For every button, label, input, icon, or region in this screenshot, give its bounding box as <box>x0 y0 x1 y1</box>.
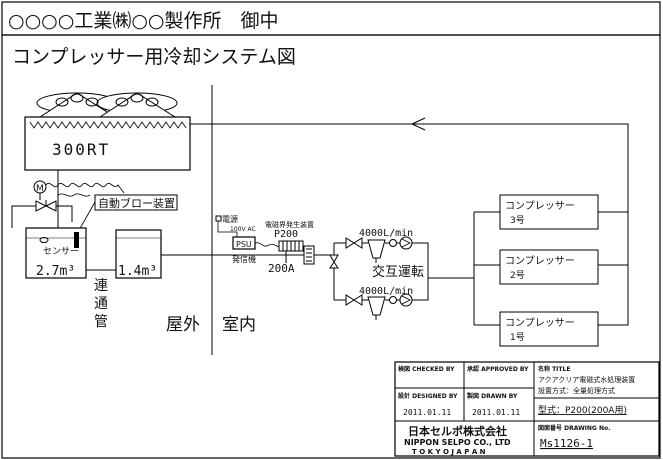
approved-label: 承認 APPROVED BY <box>467 365 529 373</box>
control-wiring-2 <box>57 193 91 197</box>
pump-line-bottom <box>345 278 429 320</box>
blow-valve-right <box>44 200 57 212</box>
drawing-no-label: 図面番号 DRAWING No. <box>538 424 610 432</box>
designed-date: 2011.01.11 <box>403 408 451 417</box>
power-label: 電源 <box>222 215 238 224</box>
generator-model: P200 <box>274 229 298 240</box>
compressor-3: コンプレッサー 3号 <box>499 194 599 230</box>
sub-tank-volume: 1.4m³ <box>118 264 157 279</box>
alternate-operation-label: 交互運転 <box>372 264 424 280</box>
oscillator-label: 発信機 <box>232 254 256 264</box>
compressor-2: コンプレッサー 2号 <box>499 249 599 285</box>
generator-coil <box>303 245 315 265</box>
flow-bottom: 4000L/min <box>359 286 413 297</box>
title-block <box>394 361 660 457</box>
generator-title: 電磁界発生装置 <box>265 220 314 229</box>
float-icon <box>39 237 49 243</box>
title-line-1: アクアクリア電磁式水処理装置 <box>538 375 635 384</box>
drawing-no: Ms1126-1 <box>540 437 593 450</box>
cooling-tower <box>24 92 191 171</box>
diagram-title: コンプレッサー用冷却システム図 <box>12 46 296 68</box>
strainer-icon-top <box>367 239 386 259</box>
pump-line-top <box>345 236 474 279</box>
addressee-text: ○○○○工業㈱○○製作所 御中 <box>8 10 278 32</box>
blow-valve-left <box>35 200 48 212</box>
indoor-label: 室内 <box>222 315 256 335</box>
control-wiring <box>45 182 125 194</box>
motor-label: M <box>36 184 44 194</box>
checked-label: 検図 CHECKED BY <box>398 365 455 373</box>
company-city: T O K Y O J A P A N <box>412 448 486 456</box>
return-pipe <box>190 123 629 326</box>
compressor-3-number: 3号 <box>510 215 525 226</box>
company-jp: 日本セルポ株式会社 <box>408 424 507 438</box>
connecting-pipe-char-3: 管 <box>94 314 108 330</box>
compressor-1: コンプレッサー 1号 <box>499 311 599 347</box>
cooling-tower-capacity: 300RT <box>52 140 110 159</box>
power-spec: 100V AC <box>230 226 256 233</box>
check-valve-icon <box>329 254 339 264</box>
strainer-icon-bottom <box>367 296 386 316</box>
sensor-icon <box>74 232 79 248</box>
drawn-label: 製図 DRAWN BY <box>466 392 518 400</box>
connecting-pipe-char-2: 通 <box>94 296 108 312</box>
flow-top: 4000L/min <box>359 228 413 239</box>
compressor-2-number: 2号 <box>510 270 525 281</box>
title-line-2: 設置方式：全量処理方式 <box>538 386 615 395</box>
compressor-3-name: コンプレッサー <box>505 200 575 212</box>
compressor-2-name: コンプレッサー <box>505 255 575 267</box>
compressor-1-number: 1号 <box>510 332 525 343</box>
sensor-label: センサー <box>43 246 79 257</box>
drawn-date: 2011.01.11 <box>472 408 520 417</box>
main-tank-volume: 2.7m³ <box>36 264 75 279</box>
pipe-size: 200A <box>268 262 295 275</box>
compressor-1-name: コンプレッサー <box>505 317 575 329</box>
power-outlet-icon <box>215 215 222 222</box>
connecting-pipe-char-1: 連 <box>94 278 108 294</box>
company-en: NIPPON SELPO CO., LTD <box>404 438 511 447</box>
outdoor-label: 屋外 <box>166 315 200 335</box>
model-text: 型式：P200(200A用) <box>538 404 627 416</box>
title-label: 名称 TITLE <box>538 365 570 373</box>
blow-pipe <box>11 205 73 228</box>
psu-label: PSU <box>236 240 252 249</box>
flow-arrow <box>410 117 426 131</box>
auto-blow-label: 自動ブロー装置 <box>98 196 175 210</box>
drawing-frame <box>1 34 661 459</box>
designed-label: 設計 DESIGNED BY <box>398 392 458 400</box>
auto-blow-leader <box>77 201 96 233</box>
